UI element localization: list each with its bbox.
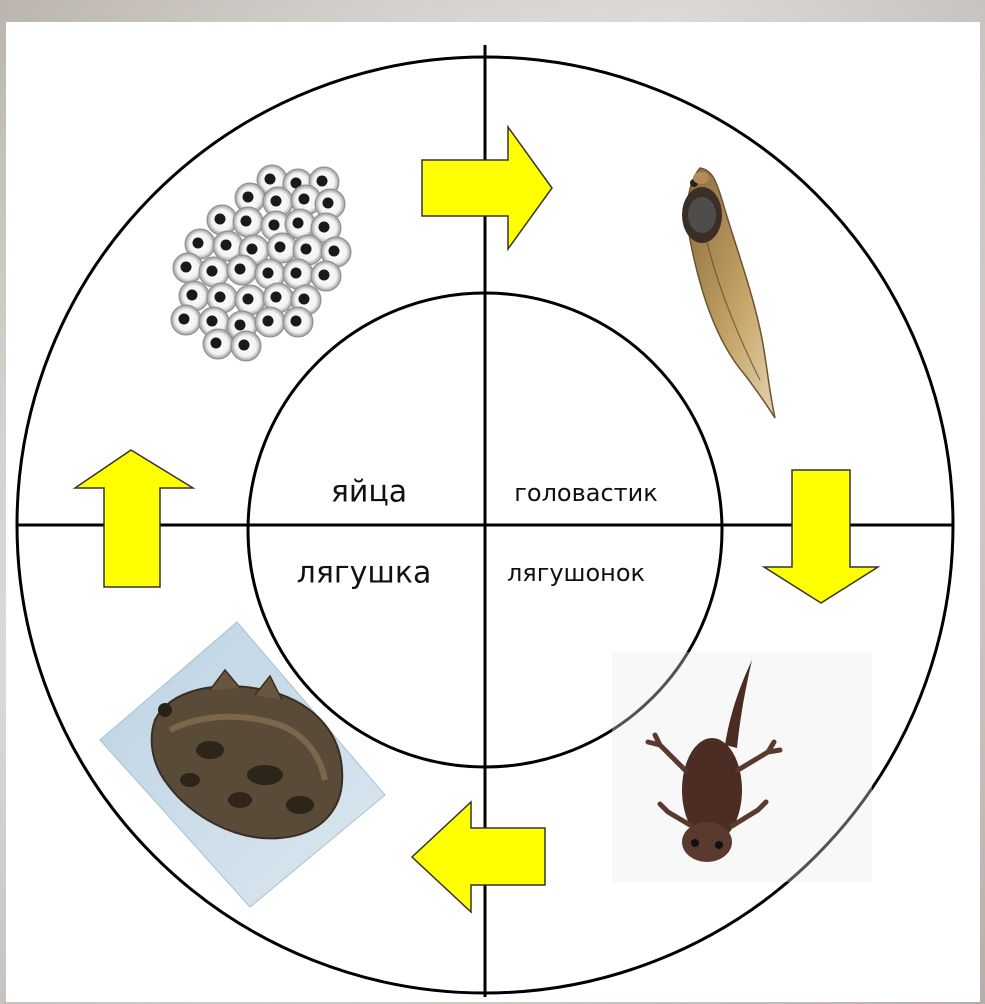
- egg-yolk: [329, 246, 340, 257]
- egg-yolk: [299, 194, 310, 205]
- egg-yolk: [239, 340, 250, 351]
- arrow-left-icon: [412, 802, 545, 912]
- egg-yolk: [301, 244, 312, 255]
- egg-yolk: [263, 268, 274, 279]
- egg-yolk: [207, 316, 218, 327]
- egg-yolk: [265, 174, 276, 185]
- egg-yolk: [291, 268, 302, 279]
- frog-icon: [100, 622, 385, 907]
- egg-yolk: [247, 244, 258, 255]
- tadpole-icon: [682, 168, 775, 418]
- egg-yolk: [271, 292, 282, 303]
- egg-yolk: [319, 222, 330, 233]
- egg-yolk: [275, 242, 286, 253]
- stage-label-eggs: яйца: [331, 475, 407, 510]
- egg-yolk: [241, 216, 252, 227]
- arrow-up-icon: [75, 450, 193, 587]
- egg-yolk: [235, 264, 246, 275]
- egg-yolk: [179, 314, 190, 325]
- egg-yolk: [215, 214, 226, 225]
- egg-yolk: [299, 294, 310, 305]
- egg-yolk: [269, 220, 280, 231]
- egg-yolk: [211, 338, 222, 349]
- egg-yolk: [243, 192, 254, 203]
- egg-yolk: [221, 240, 232, 251]
- egg-yolk: [293, 218, 304, 229]
- egg-yolk: [263, 316, 274, 327]
- stage-label-froglet: лягушонок: [507, 559, 645, 587]
- arrow-down-icon: [764, 470, 878, 603]
- egg-yolk: [207, 266, 218, 277]
- egg-yolk: [317, 176, 328, 187]
- egg-yolk: [215, 292, 226, 303]
- froglet-icon: [612, 652, 872, 882]
- egg-yolk: [271, 196, 282, 207]
- frog-eggs-icon: [171, 165, 351, 361]
- egg-yolk: [243, 294, 254, 305]
- stage-label-tadpole: головастик: [514, 479, 657, 507]
- egg-yolk: [319, 270, 330, 281]
- egg-yolk: [235, 320, 246, 331]
- egg-yolk: [193, 238, 204, 249]
- egg-yolk: [187, 290, 198, 301]
- egg-yolk: [181, 262, 192, 273]
- arrow-right-icon: [422, 127, 552, 249]
- stage-label-frog: лягушка: [297, 556, 432, 591]
- egg-yolk: [323, 198, 334, 209]
- egg-yolk: [291, 316, 302, 327]
